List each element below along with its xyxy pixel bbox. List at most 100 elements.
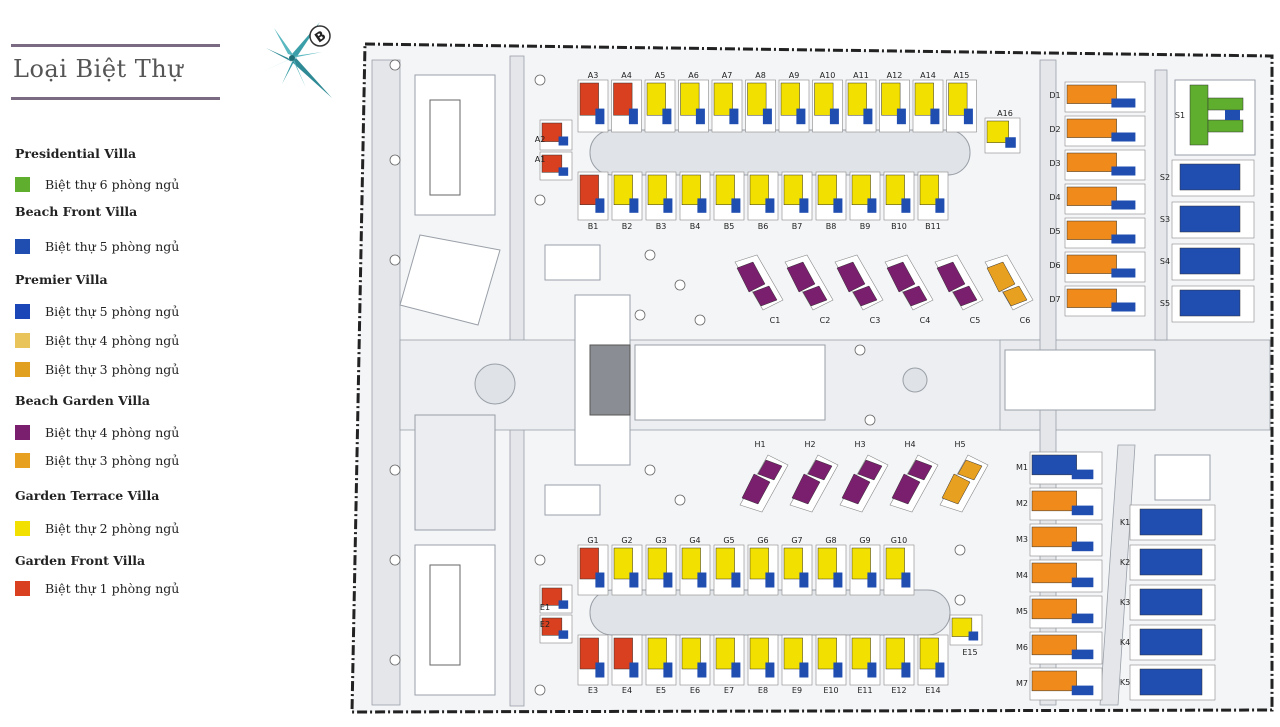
legend-category-garden-terrace: Garden Terrace Villa <box>15 488 160 503</box>
west-road <box>371 59 401 706</box>
villa-a16 <box>984 117 1021 154</box>
villa-a2 <box>539 119 573 151</box>
villa-e9 <box>781 634 813 686</box>
villa-roof <box>957 459 983 481</box>
villa-pool <box>799 662 809 678</box>
villa-label: B9 <box>860 222 871 231</box>
tree-icon <box>954 594 966 606</box>
villa-k2 <box>1129 544 1216 581</box>
villa-roof <box>936 261 966 293</box>
villa-pool <box>901 662 911 678</box>
villa-roof <box>783 637 803 670</box>
villa-s2 <box>1171 159 1255 197</box>
villa-roof <box>715 547 735 580</box>
villa-roof <box>1179 247 1241 275</box>
villa-a7 <box>711 79 743 133</box>
villa-roof <box>851 174 871 206</box>
tree-icon <box>389 464 401 476</box>
villa-roof <box>791 473 821 505</box>
villa-pool <box>1111 234 1136 244</box>
tree-icon <box>534 684 546 696</box>
legend-entry-label: Biệt thự 1 phòng ngủ <box>45 580 180 596</box>
villa-label: S3 <box>1160 215 1170 224</box>
tree-icon <box>954 544 966 556</box>
villa-label: C5 <box>970 316 981 325</box>
villa-pool <box>796 108 806 125</box>
villa-label: H5 <box>954 440 965 449</box>
villa-label: G4 <box>689 536 700 545</box>
villa-pool <box>629 572 639 588</box>
villa-k1 <box>1129 504 1216 541</box>
legend-title: Loại Biệt Thự <box>13 55 184 83</box>
legend-swatch <box>15 238 30 254</box>
villa-e2 <box>539 614 573 644</box>
villa-roof <box>1066 118 1117 138</box>
villa-roof <box>1207 97 1244 111</box>
villa-label: H2 <box>804 440 815 449</box>
villa-roof <box>1207 119 1244 133</box>
villa-g10 <box>883 544 915 596</box>
villa-e1 <box>539 584 573 614</box>
villa-label: G2 <box>621 536 632 545</box>
villa-a5 <box>644 79 676 133</box>
legend-entry-garden-front-1br: Biệt thự 1 phòng ngủ <box>15 579 179 597</box>
villa-roof <box>941 473 971 505</box>
villa-pool <box>829 108 839 125</box>
villa-label: K5 <box>1120 678 1130 687</box>
villa-roof <box>1031 562 1077 584</box>
villa-g9 <box>849 544 881 596</box>
villa-pool <box>629 662 639 678</box>
tree-icon <box>694 314 706 326</box>
villa-m6 <box>1029 631 1103 665</box>
legend-entry-label: Biệt thự 5 phòng ngủ <box>45 238 180 254</box>
central-plaza <box>634 344 826 421</box>
villa-label: E5 <box>656 686 666 695</box>
villa-pool <box>663 198 673 213</box>
legend-swatch <box>15 520 30 536</box>
villa-roof <box>613 174 633 206</box>
villa-roof <box>780 82 800 116</box>
villa-roof <box>541 122 563 142</box>
villa-roof <box>741 473 771 505</box>
villa-label: A4 <box>621 71 632 80</box>
villa-roof <box>1139 548 1203 576</box>
villa-roof <box>951 617 973 637</box>
villa-pool <box>1111 302 1136 312</box>
legend-entry-premier-5br: Biệt thự 5 phòng ngủ <box>15 302 179 320</box>
kiosk-north <box>544 244 601 281</box>
legend-panel: Loại Biệt Thự Presidential Villa Biệt th… <box>0 0 260 727</box>
villa-a15 <box>946 79 977 133</box>
villa-h3 <box>839 454 889 513</box>
villa-d7 <box>1064 285 1146 317</box>
tree-icon <box>634 309 646 321</box>
villa-label: D5 <box>1049 227 1060 236</box>
villa-pool <box>1111 166 1136 176</box>
villa-pool <box>1111 200 1136 210</box>
tree-icon <box>864 414 876 426</box>
villa-label: E10 <box>823 686 838 695</box>
kiosk-south <box>544 484 601 516</box>
villa-roof <box>783 547 803 580</box>
presidential-villa-lot <box>1174 79 1256 156</box>
villa-pool <box>663 662 673 678</box>
villa-pool <box>595 108 605 125</box>
villa-label: C3 <box>870 316 881 325</box>
villa-d3 <box>1064 149 1146 181</box>
legend-entry-premier-4br: Biệt thự 4 phòng ngủ <box>15 331 179 349</box>
villa-label: A6 <box>688 71 699 80</box>
villa-pool <box>558 630 569 639</box>
villa-pool <box>628 108 638 125</box>
villa-pool <box>595 572 605 588</box>
amenity-building-south-detail <box>429 564 461 666</box>
roundabout-west <box>474 363 516 405</box>
villa-pool <box>558 167 569 176</box>
legend-category-beach-front: Beach Front Villa <box>15 204 138 219</box>
villa-label: H1 <box>754 440 765 449</box>
villa-roof <box>786 261 816 293</box>
legend-entry-beach-front-5br: Biệt thự 5 phòng ngủ <box>15 237 179 255</box>
villa-m2 <box>1029 487 1103 521</box>
legend-top-rule <box>11 44 220 47</box>
villa-c5 <box>934 254 984 311</box>
villa-pool <box>1111 132 1136 142</box>
